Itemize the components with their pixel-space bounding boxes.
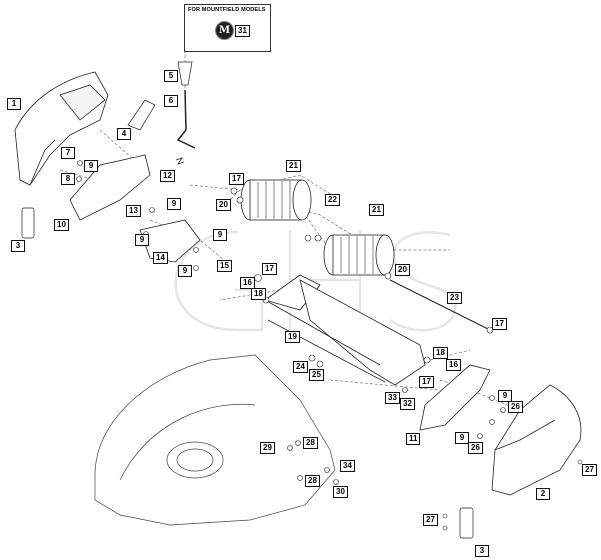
callout-9: 9 bbox=[84, 160, 98, 172]
callout-11: 11 bbox=[406, 433, 421, 445]
callout-1: 1 bbox=[7, 98, 21, 110]
mountfield-models-inset: FOR MOUNTFIELD MODELS M 31 bbox=[184, 4, 271, 52]
callout-9: 9 bbox=[213, 229, 227, 241]
callout-28: 28 bbox=[305, 475, 320, 487]
callout-8: 8 bbox=[61, 173, 75, 185]
callout-9: 9 bbox=[455, 432, 469, 444]
callout-20: 20 bbox=[216, 199, 231, 211]
part-2-right-cover bbox=[491, 384, 582, 496]
callout-20: 20 bbox=[395, 264, 410, 276]
part-4-grip bbox=[127, 99, 156, 131]
callout-18: 18 bbox=[433, 347, 448, 359]
part-10-left-height-bracket bbox=[69, 154, 151, 221]
callout-16: 16 bbox=[240, 277, 255, 289]
callout-12: 12 bbox=[160, 170, 175, 182]
callout-23: 23 bbox=[447, 292, 462, 304]
callout-9: 9 bbox=[498, 390, 512, 402]
callout-26: 26 bbox=[468, 442, 483, 454]
callout-3: 3 bbox=[11, 240, 25, 252]
part-23-axle bbox=[389, 279, 491, 331]
inset-part-number: 31 bbox=[235, 25, 250, 37]
part-11-right-height-bracket bbox=[419, 364, 491, 431]
mower-deck bbox=[94, 354, 336, 526]
callout-9: 9 bbox=[178, 265, 192, 277]
callout-17: 17 bbox=[492, 318, 507, 330]
callout-21: 21 bbox=[286, 160, 301, 172]
part-6-lever bbox=[176, 89, 196, 149]
callout-24: 24 bbox=[293, 361, 308, 373]
callout-33: 33 bbox=[385, 392, 400, 404]
callout-22: 22 bbox=[325, 194, 340, 206]
callout-17: 17 bbox=[262, 263, 277, 275]
callout-17: 17 bbox=[229, 173, 244, 185]
callout-17: 17 bbox=[419, 376, 434, 388]
callout-4: 4 bbox=[117, 128, 131, 140]
inset-title: FOR MOUNTFIELD MODELS bbox=[188, 7, 266, 13]
callout-13: 13 bbox=[126, 205, 141, 217]
callout-9: 9 bbox=[167, 198, 181, 210]
part-12-spring bbox=[175, 157, 185, 165]
part-21-rear-rollers bbox=[240, 179, 395, 276]
callout-34: 34 bbox=[340, 460, 355, 472]
callout-25: 25 bbox=[309, 369, 324, 381]
part-1-left-cover bbox=[14, 71, 109, 186]
part-19-rear-frame bbox=[264, 274, 426, 386]
callout-28: 28 bbox=[303, 437, 318, 449]
callout-30: 30 bbox=[333, 486, 348, 498]
callout-21: 21 bbox=[369, 204, 384, 216]
callout-16: 16 bbox=[446, 359, 461, 371]
callout-18: 18 bbox=[251, 288, 266, 300]
callout-3: 3 bbox=[475, 545, 489, 557]
mountfield-m-icon: M bbox=[215, 21, 234, 40]
callout-15: 15 bbox=[217, 260, 232, 272]
callout-6: 6 bbox=[164, 95, 178, 107]
callout-9: 9 bbox=[135, 234, 149, 246]
fasteners bbox=[76, 160, 583, 531]
callout-2: 2 bbox=[536, 488, 550, 500]
part-5-knob bbox=[177, 61, 193, 86]
callout-27: 27 bbox=[423, 514, 438, 526]
callout-29: 29 bbox=[260, 442, 275, 454]
part-3-clip bbox=[21, 207, 474, 539]
callout-32: 32 bbox=[400, 398, 415, 410]
callout-19: 19 bbox=[285, 331, 300, 343]
part-14-adjuster-plate bbox=[139, 219, 201, 263]
callout-27: 27 bbox=[582, 464, 597, 476]
callout-5: 5 bbox=[164, 70, 178, 82]
callout-10: 10 bbox=[54, 219, 69, 231]
callout-7: 7 bbox=[61, 147, 75, 159]
callout-26: 26 bbox=[508, 401, 523, 413]
callout-14: 14 bbox=[153, 252, 168, 264]
